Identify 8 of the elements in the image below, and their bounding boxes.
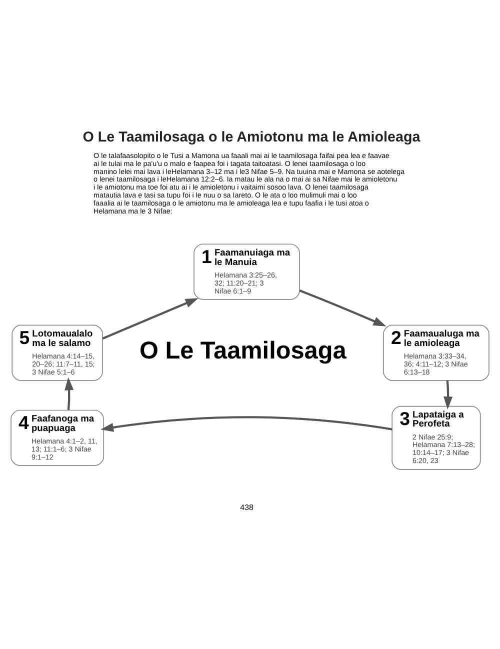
diagram-title: O Le Taamilosaga o le Amiotonu ma le Amioleaga <box>82 130 420 146</box>
label: 438 <box>240 503 254 512</box>
arrow <box>64 377 74 410</box>
arrow <box>102 298 198 340</box>
arrow <box>100 416 392 432</box>
arrow <box>299 289 386 326</box>
arrow <box>444 380 453 410</box>
label: O Le Taamilosaga <box>139 337 346 364</box>
